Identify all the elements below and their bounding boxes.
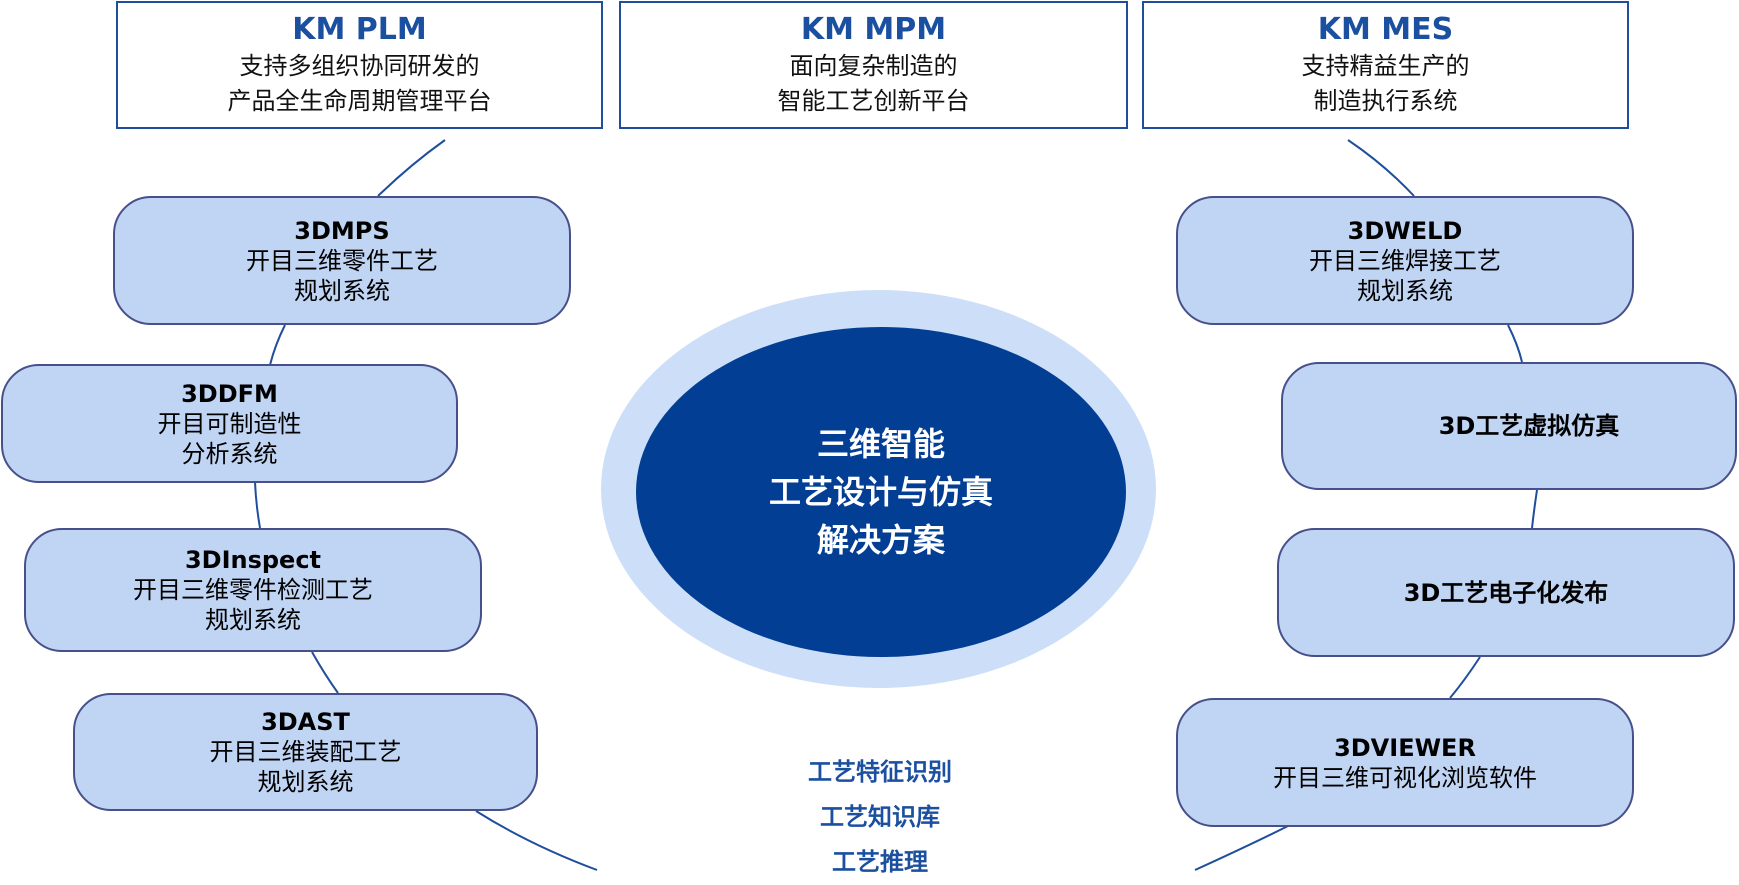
module-title: 3DVIEWER	[1334, 733, 1476, 762]
module-title: 3DMPS	[294, 216, 390, 245]
top-box-line: 支持精益生产的	[1301, 52, 1470, 80]
connector-publish-viewer	[1449, 656, 1481, 699]
connector-sim-publish	[1531, 489, 1538, 529]
module-title: 3DDFM	[181, 379, 278, 408]
top-box-line: 支持多组织协同研发的	[239, 52, 480, 80]
module-line: 开目三维零件检测工艺	[133, 576, 373, 604]
module-title: 3D工艺电子化发布	[1403, 578, 1609, 607]
feature-item: 工艺推理	[832, 848, 928, 876]
top-box-line: 产品全生命周期管理平台	[227, 87, 492, 115]
module-3dinspect: 3DInspect 开目三维零件检测工艺 规划系统	[24, 528, 482, 652]
top-box-title: KM MPM	[800, 12, 947, 47]
feature-item: 工艺知识库	[820, 803, 940, 831]
connector-viewer-bottom	[1194, 824, 1291, 871]
top-box-title: KM MES	[1317, 12, 1454, 47]
module-line: 开目可制造性	[157, 409, 302, 438]
top-box-line: 面向复杂制造的	[789, 52, 958, 80]
connector-3dmps-3ddfm	[269, 324, 286, 366]
feature-list: 工艺特征识别 工艺知识库 工艺推理	[740, 750, 1020, 885]
module-title: 3D工艺虚拟仿真	[1438, 412, 1620, 440]
module-line: 规划系统	[294, 276, 390, 305]
module-3ddfm: 3DDFM 开目可制造性 分析系统	[1, 364, 458, 483]
top-box-km-mpm: KM MPM 面向复杂制造的 智能工艺创新平台	[619, 1, 1128, 129]
module-title: 3DInspect	[184, 546, 322, 574]
center-ellipse: 三维智能 工艺设计与仿真 解决方案	[636, 327, 1126, 657]
feature-item: 工艺特征识别	[808, 758, 952, 786]
top-box-line: 智能工艺创新平台	[777, 87, 970, 115]
connector-plm-3dmps	[377, 139, 446, 197]
module-line: 规划系统	[257, 768, 354, 796]
module-3dviewer: 3DVIEWER 开目三维可视化浏览软件	[1176, 698, 1634, 827]
connector-3ddfm-3dinspect	[254, 481, 261, 529]
center-line: 解决方案	[816, 521, 945, 559]
module-line: 开目三维零件工艺	[246, 246, 438, 275]
module-line: 开目三维焊接工艺	[1309, 246, 1501, 275]
connector-3dinspect-3dast	[311, 651, 339, 694]
module-title: 3DAST	[261, 708, 350, 736]
center-line: 工艺设计与仿真	[768, 473, 993, 511]
module-3d-electronic-publish: 3D工艺电子化发布	[1277, 528, 1735, 657]
module-line: 开目三维可视化浏览软件	[1273, 763, 1537, 792]
module-line: 开目三维装配工艺	[209, 738, 402, 766]
module-3dmps: 3DMPS 开目三维零件工艺 规划系统	[113, 196, 571, 325]
top-box-title: KM PLM	[292, 12, 427, 47]
module-line: 分析系统	[181, 439, 278, 468]
connector-3dweld-sim	[1507, 324, 1523, 363]
module-3dweld: 3DWELD 开目三维焊接工艺 规划系统	[1176, 196, 1634, 325]
module-line: 规划系统	[1357, 276, 1453, 305]
top-box-line: 制造执行系统	[1313, 87, 1458, 115]
top-box-km-plm: KM PLM 支持多组织协同研发的 产品全生命周期管理平台	[116, 1, 603, 129]
center-line: 三维智能	[816, 425, 945, 463]
module-3d-virtual-simulation: 3D工艺虚拟仿真	[1281, 362, 1737, 490]
module-3dast: 3DAST 开目三维装配工艺 规划系统	[73, 693, 538, 811]
module-title: 3DWELD	[1347, 216, 1463, 245]
top-box-km-mes: KM MES 支持精益生产的 制造执行系统	[1142, 1, 1629, 129]
connector-mes-3dweld	[1347, 139, 1415, 197]
connector-3dast-bottom	[475, 810, 598, 871]
module-line: 规划系统	[205, 606, 301, 634]
